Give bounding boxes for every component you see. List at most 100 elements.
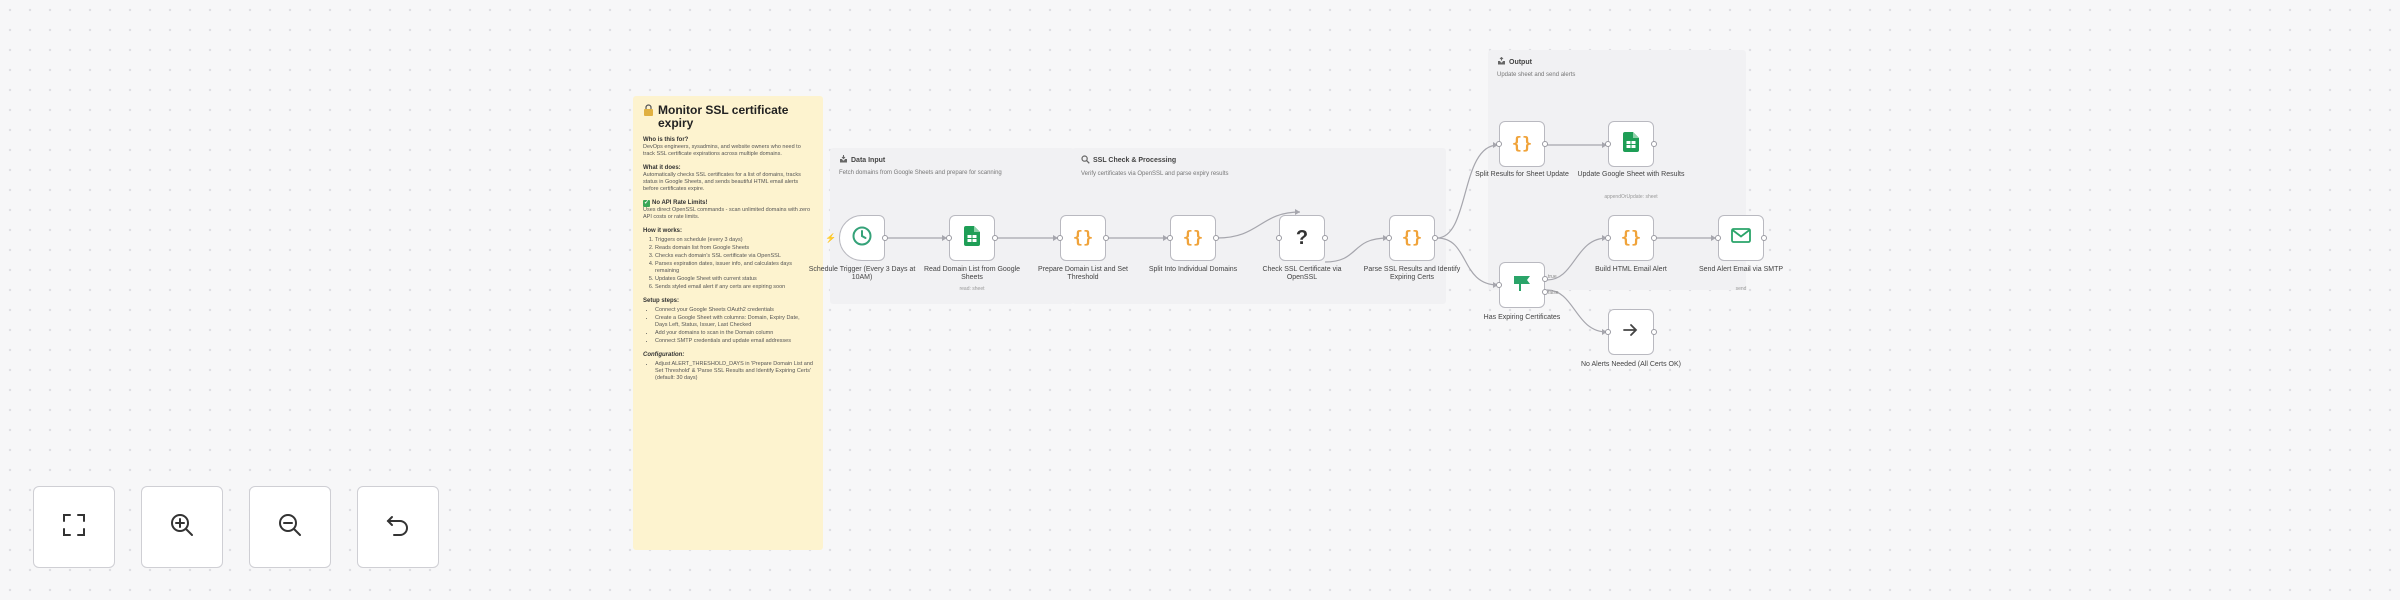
code-icon: {}: [1072, 228, 1094, 248]
list-item: Connect your Google Sheets OAuth2 creden…: [655, 307, 813, 314]
output-port[interactable]: [1432, 235, 1438, 241]
fit-view-button[interactable]: [33, 486, 115, 568]
node-label: Schedule Trigger (Every 3 Days at 10AM): [808, 266, 916, 281]
output-port[interactable]: [1103, 235, 1109, 241]
node-label: Check SSL Certificate via OpenSSL: [1262, 266, 1342, 281]
node-split-results-sheet[interactable]: {}: [1496, 121, 1548, 167]
note-heading-config: Configuration:: [643, 352, 685, 358]
list-item: Updates Google Sheet with current status: [655, 276, 813, 283]
input-port[interactable]: [1715, 235, 1721, 241]
list-item: Parses expiration dates, issuer info, an…: [655, 261, 813, 275]
input-port[interactable]: [1167, 235, 1173, 241]
sticky-note-main[interactable]: Monitor SSL certificate expiry Who is th…: [633, 96, 823, 550]
note-heading-what: What it does:: [643, 165, 681, 171]
google-sheets-icon: [1623, 131, 1639, 157]
output-port[interactable]: [1761, 235, 1767, 241]
input-port[interactable]: [1386, 235, 1392, 241]
list-item: Triggers on schedule (every 3 days): [655, 237, 813, 244]
node-label: Send Alert Email via SMTP: [1698, 266, 1784, 273]
node-subtitle: read: sheet: [959, 286, 985, 292]
list-item: Create a Google Sheet with columns: Doma…: [655, 315, 813, 329]
node-prepare-domain-list[interactable]: {}: [1057, 215, 1109, 261]
output-port[interactable]: [1213, 235, 1219, 241]
sticky-title: SSL Check & Processing: [1093, 157, 1177, 164]
arrow-right-icon: [1623, 323, 1639, 342]
code-icon: {}: [1182, 228, 1204, 248]
google-sheets-icon: [964, 225, 980, 251]
output-port[interactable]: [1651, 141, 1657, 147]
input-port[interactable]: [1605, 329, 1611, 335]
output-port-false[interactable]: [1542, 289, 1548, 295]
output-port[interactable]: [1322, 235, 1328, 241]
list-item: Reads domain list from Google Sheets: [655, 245, 813, 252]
node-label: Split Into Individual Domains: [1148, 266, 1238, 273]
node-check-ssl[interactable]: ?: [1276, 215, 1328, 261]
note-list-config: Adjust ALERT_THRESHOLD_DAYS in 'Prepare …: [643, 361, 813, 382]
note-list-setup: Connect your Google Sheets OAuth2 creden…: [643, 307, 813, 345]
list-item: Checks each domain's SSL certificate via…: [655, 253, 813, 260]
note-heading-limits: ✓No API Rate Limits!: [643, 200, 708, 207]
clock-icon: [851, 225, 873, 252]
note-heading-setup: Setup steps:: [643, 298, 680, 304]
list-item: Connect SMTP credentials and update emai…: [655, 338, 813, 345]
zoom-out-button[interactable]: [249, 486, 331, 568]
email-icon: [1731, 228, 1751, 248]
output-port[interactable]: [1542, 141, 1548, 147]
node-has-expiring-certs[interactable]: [1496, 262, 1548, 308]
node-label: No Alerts Needed (All Certs OK): [1581, 361, 1681, 368]
node-split-domains[interactable]: {}: [1167, 215, 1219, 261]
zoom-in-icon: [168, 511, 196, 544]
input-port[interactable]: [1605, 141, 1611, 147]
code-icon: {}: [1401, 228, 1423, 248]
inbox-icon: [839, 155, 848, 165]
note-text-audience: DevOps engineers, sysadmins, and website…: [643, 144, 801, 157]
sticky-title: Data Input: [851, 156, 886, 164]
output-port[interactable]: [992, 235, 998, 241]
node-label: Build HTML Email Alert: [1595, 266, 1667, 273]
sticky-title: Output: [1509, 58, 1532, 66]
check-mark-icon: ✓: [643, 200, 650, 207]
node-parse-ssl-results[interactable]: {}: [1386, 215, 1438, 261]
node-label: Split Results for Sheet Update: [1475, 171, 1569, 178]
note-text-limits: Uses direct OpenSSL commands - scan unli…: [643, 207, 811, 220]
input-port[interactable]: [1496, 282, 1502, 288]
output-port[interactable]: [1651, 235, 1657, 241]
lock-icon: [643, 104, 654, 130]
output-port-true[interactable]: [1542, 276, 1548, 282]
node-subtitle: send: [1735, 286, 1747, 292]
note-heading-audience: Who is this for?: [643, 137, 689, 143]
input-port[interactable]: [1605, 235, 1611, 241]
list-item: Sends styled email alert if any certs ar…: [655, 284, 813, 291]
sticky-subtitle: Fetch domains from Google Sheets and pre…: [839, 170, 1002, 176]
node-update-google-sheet[interactable]: [1605, 121, 1657, 167]
node-send-alert-email[interactable]: [1715, 215, 1767, 261]
sticky-subtitle: Verify certificates via OpenSSL and pars…: [1081, 171, 1229, 177]
node-build-html-email[interactable]: {}: [1605, 215, 1657, 261]
connection-if-false-to-no-alerts: [1546, 289, 1608, 333]
note-list-how: Triggers on schedule (every 3 days) Read…: [643, 237, 813, 291]
node-label: Parse SSL Results and Identify Expiring …: [1363, 266, 1461, 281]
code-icon: {}: [1620, 228, 1642, 248]
fullscreen-icon: [60, 511, 88, 544]
input-port[interactable]: [946, 235, 952, 241]
node-label: Has Expiring Certificates: [1483, 314, 1561, 321]
input-port[interactable]: [1276, 235, 1282, 241]
note-text-what: Automatically checks SSL certificates fo…: [643, 172, 801, 192]
node-no-alerts-needed[interactable]: [1605, 309, 1657, 355]
node-subtitle: appendOrUpdate: sheet: [1604, 194, 1658, 200]
input-port[interactable]: [1057, 235, 1063, 241]
output-port[interactable]: [1651, 329, 1657, 335]
reset-zoom-button[interactable]: [357, 486, 439, 568]
node-read-domain-list[interactable]: [946, 215, 998, 261]
zoom-out-icon: [276, 511, 304, 544]
magnifier-icon: [1081, 155, 1090, 166]
list-item: Add your domains to scan in the Domain c…: [655, 330, 813, 337]
note-title: Monitor SSL certificate expiry: [643, 104, 813, 130]
zoom-in-button[interactable]: [141, 486, 223, 568]
node-label: Read Domain List from Google Sheets: [923, 266, 1021, 281]
code-icon: {}: [1511, 134, 1533, 154]
input-port[interactable]: [1496, 141, 1502, 147]
node-schedule-trigger[interactable]: [839, 215, 888, 261]
output-port[interactable]: [882, 235, 888, 241]
